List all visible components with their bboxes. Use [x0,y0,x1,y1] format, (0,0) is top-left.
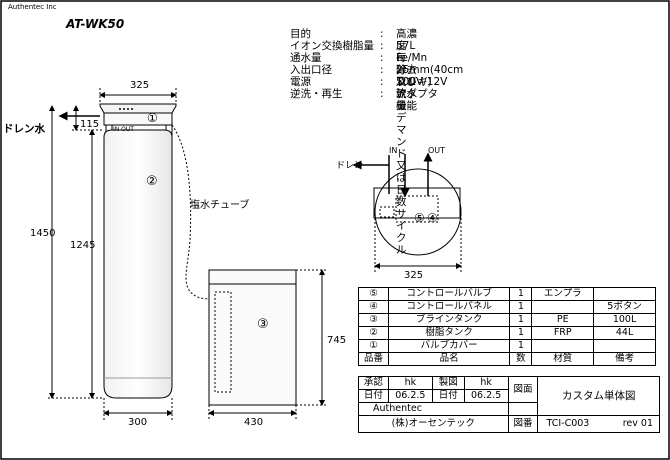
brine-tube-line [171,124,217,301]
table-header-row: 品番 品名 数 材質 備考 [358,352,656,366]
table-row: ③ ブラインタンク 1 PE 100L [358,313,656,327]
top-view-valve [373,187,461,219]
valve-body-shape [103,112,173,126]
marker-4: ④ [427,211,438,225]
table-row: 承認 hk 製図 hk 図面 カスタム単体図 [358,376,660,416]
marker-3: ③ [257,317,269,332]
inout-label: IN OUT [113,126,134,133]
table-row: 日付 06.2.5 日付 06.2.5 [358,389,660,403]
marker-2: ② [146,174,158,189]
dim-brine-height-label: 745 [327,335,346,346]
dim-valve-width-label: 325 [130,80,149,91]
top-view-panel [395,195,439,223]
parts-table: ⑤ コントロールバルブ 1 エンプラ ④ コントロールパネル 1 5ボタン ③ … [358,287,656,366]
brine-tube-label: 塩水チューブ [190,198,249,211]
table-row: ② 樹脂タンク 1 FRP 44L [358,326,656,340]
valve-cover-shape [99,103,177,114]
top-drain-label: ドレン [336,161,363,171]
table-row: (株)オーセンテック 図番 TCI-C003 rev 01 [358,415,660,433]
drain-label: ドレン水 [3,122,45,135]
dim-top-view-width-label: 325 [404,270,423,281]
resin-tank-shape [103,129,173,399]
top-view-circle [374,168,462,256]
model-title: AT-WK50 [66,17,125,31]
title-block: 承認 hk 製図 hk 図面 カスタム単体図 日付 06.2.5 日付 06.2… [358,376,660,433]
marker-5: ⑤ [414,211,425,225]
dim-tank-height-label: 1245 [70,240,95,251]
top-in-label: IN [389,146,397,155]
brine-well [214,291,232,393]
dim-tank-width-label: 300 [128,417,147,428]
table-row: ① バルブカバー 1 [358,339,656,353]
table-row: ④ コントロールパネル 1 5ボタン [358,300,656,314]
company-label: Authentec Inc [8,3,57,11]
cover-dots [119,108,133,110]
top-out-label: OUT [428,146,445,155]
dim-total-height-label: 1450 [30,228,55,239]
table-row: ⑤ コントロールバルブ 1 エンプラ [358,287,656,301]
dim-valve-height-label: 115 [80,119,99,130]
marker-1: ① [147,111,158,125]
brine-tank-shape [208,269,297,406]
dim-brine-width-label: 430 [244,417,263,428]
